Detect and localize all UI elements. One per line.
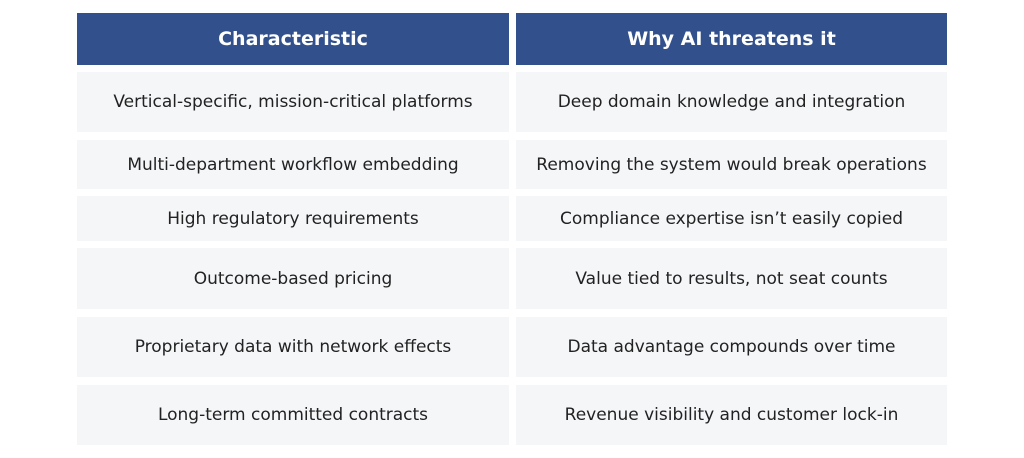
row-3-reason: Compliance expertise isn’t easily copied	[516, 196, 947, 241]
row-1-characteristic: Vertical-specific, mission-critical plat…	[77, 72, 509, 132]
row-4-reason: Value tied to results, not seat counts	[516, 248, 947, 309]
row-6-characteristic: Long-term committed contracts	[77, 385, 509, 445]
row-5-reason: Data advantage compounds over time	[516, 317, 947, 377]
header-characteristic: Characteristic	[77, 13, 509, 65]
row-1-reason: Deep domain knowledge and integration	[516, 72, 947, 132]
row-2-reason: Removing the system would break operatio…	[516, 140, 947, 189]
row-4-characteristic: Outcome-based pricing	[77, 248, 509, 309]
row-6-reason: Revenue visibility and customer lock-in	[516, 385, 947, 445]
row-5-characteristic: Proprietary data with network effects	[77, 317, 509, 377]
row-2-characteristic: Multi-department workflow embedding	[77, 140, 509, 189]
header-why-ai-threatens-it: Why AI threatens it	[516, 13, 947, 65]
row-3-characteristic: High regulatory requirements	[77, 196, 509, 241]
